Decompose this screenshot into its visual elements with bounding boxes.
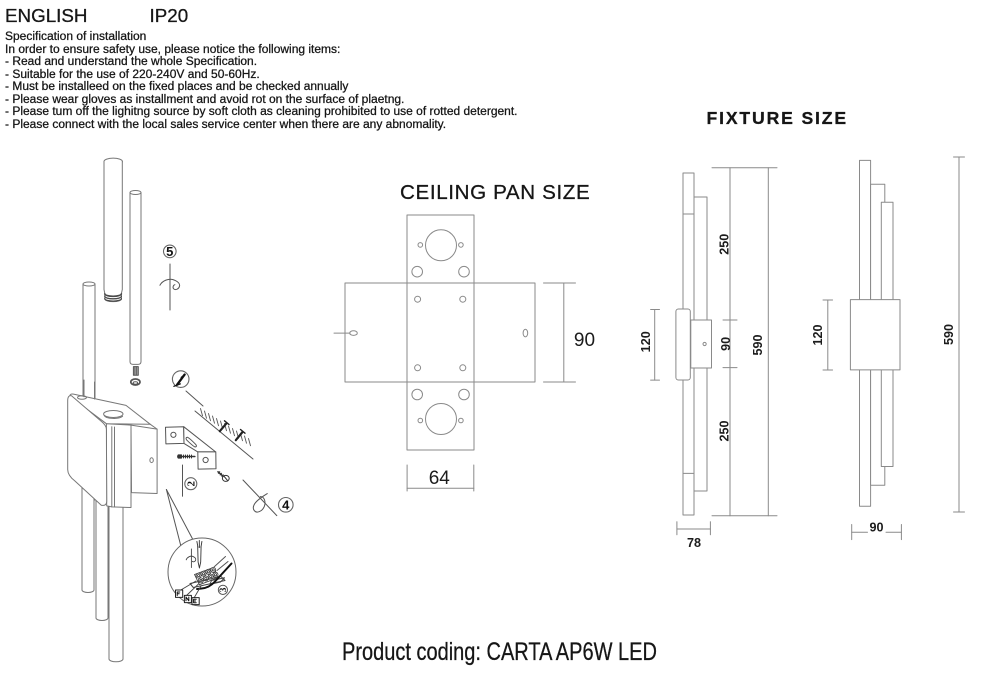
svg-text:78: 78 <box>687 536 701 550</box>
svg-text:90: 90 <box>869 521 883 535</box>
svg-text:250: 250 <box>717 234 731 255</box>
svg-text:5: 5 <box>166 244 173 259</box>
svg-text:590: 590 <box>751 334 765 355</box>
svg-text:90: 90 <box>719 337 733 351</box>
svg-text:4: 4 <box>282 498 290 513</box>
svg-text:64: 64 <box>429 468 451 489</box>
svg-text:590: 590 <box>942 324 956 345</box>
svg-text:250: 250 <box>717 420 731 441</box>
svg-text:120: 120 <box>639 331 653 352</box>
svg-text:3: 3 <box>218 587 228 592</box>
svg-text:90: 90 <box>574 330 595 351</box>
svg-text:120: 120 <box>811 324 825 345</box>
svg-text:2: 2 <box>186 480 198 486</box>
